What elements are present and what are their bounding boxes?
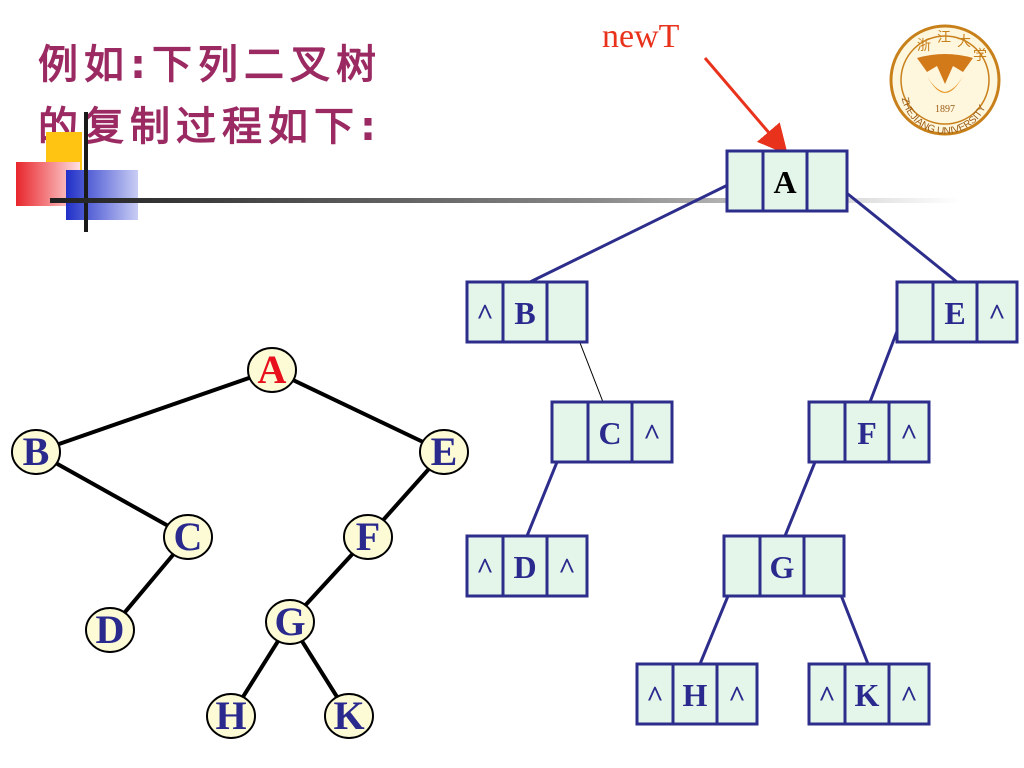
copied-node-data-field: C [598, 415, 621, 451]
copied-node-right-pointer: ^ [643, 418, 660, 451]
svg-text:江: 江 [937, 30, 951, 46]
copied-node-right-pointer: ^ [988, 298, 1005, 331]
source-node-label: C [174, 514, 203, 559]
source-node-h: H [206, 693, 256, 739]
copied-node-data-field: B [514, 295, 535, 331]
copied-node-data-field: F [857, 415, 877, 451]
copied-node-e: E^ [895, 280, 1019, 344]
source-edge-a-e [271, 368, 445, 454]
copied-node-data-field: K [855, 677, 880, 713]
copied-node-data-field: G [770, 549, 795, 585]
copied-node-left-pointer: ^ [818, 680, 835, 713]
source-node-label: K [333, 693, 364, 738]
copied-node-f: F^ [807, 400, 931, 464]
svg-text:浙: 浙 [917, 38, 931, 54]
source-node-g: G [265, 599, 315, 645]
source-node-label: D [96, 607, 125, 652]
copied-node-g: G [722, 534, 846, 598]
source-node-label: F [356, 514, 380, 559]
copied-node-h: ^ H ^ [635, 662, 759, 726]
copied-edge-a-b [529, 176, 743, 284]
newt-pointer-label: newT [602, 18, 680, 55]
copied-edge-a-e [827, 176, 958, 284]
source-edge-a-b [35, 368, 273, 454]
copied-node-right-pointer: ^ [558, 552, 575, 585]
newt-pointer-arrow [703, 57, 788, 155]
decorative-squares [16, 112, 960, 232]
copied-node-right-pointer: ^ [900, 418, 917, 451]
source-node-label: G [274, 599, 305, 644]
copied-node-a: A [725, 149, 849, 213]
copied-node-left-pointer: ^ [476, 298, 493, 331]
source-node-b: B [11, 429, 61, 475]
copied-node-d: ^ D ^ [465, 534, 589, 598]
copied-node-k: ^ K ^ [807, 662, 931, 726]
svg-text:学: 学 [973, 48, 987, 64]
source-node-label: A [258, 347, 287, 392]
title-line-1: 例如:下列二叉树 [38, 42, 382, 88]
copied-node-left-pointer: ^ [476, 552, 493, 585]
source-node-a: A [247, 347, 297, 393]
svg-text:1897: 1897 [935, 104, 955, 115]
source-tree: A B E C F D G H K [11, 347, 469, 739]
copied-node-data-field: D [513, 549, 536, 585]
copied-node-right-pointer: ^ [900, 680, 917, 713]
svg-text:大: 大 [957, 34, 971, 50]
source-node-label: B [23, 429, 50, 474]
source-node-label: E [431, 429, 458, 474]
copied-node-b: ^B [465, 280, 589, 344]
source-node-k: K [324, 693, 374, 739]
source-edge-b-c [35, 450, 189, 539]
source-node-e: E [419, 429, 469, 475]
copied-node-data-field: A [773, 164, 796, 200]
copied-node-left-pointer: ^ [646, 680, 663, 713]
copied-node-c: C^ [550, 400, 674, 464]
copied-node-data-field: E [944, 295, 965, 331]
copied-node-right-pointer: ^ [728, 680, 745, 713]
copied-node-data-field: H [683, 677, 708, 713]
title-line-2: 的复制过程如下: [38, 104, 382, 150]
zhejiang-university-logo: 1897 ZHEJIANG UNIVERSITY 浙 江 大 学 [889, 24, 1001, 137]
source-node-c: C [163, 514, 213, 560]
source-node-d: D [85, 607, 135, 653]
source-node-label: H [215, 693, 246, 738]
source-node-f: F [343, 514, 393, 560]
